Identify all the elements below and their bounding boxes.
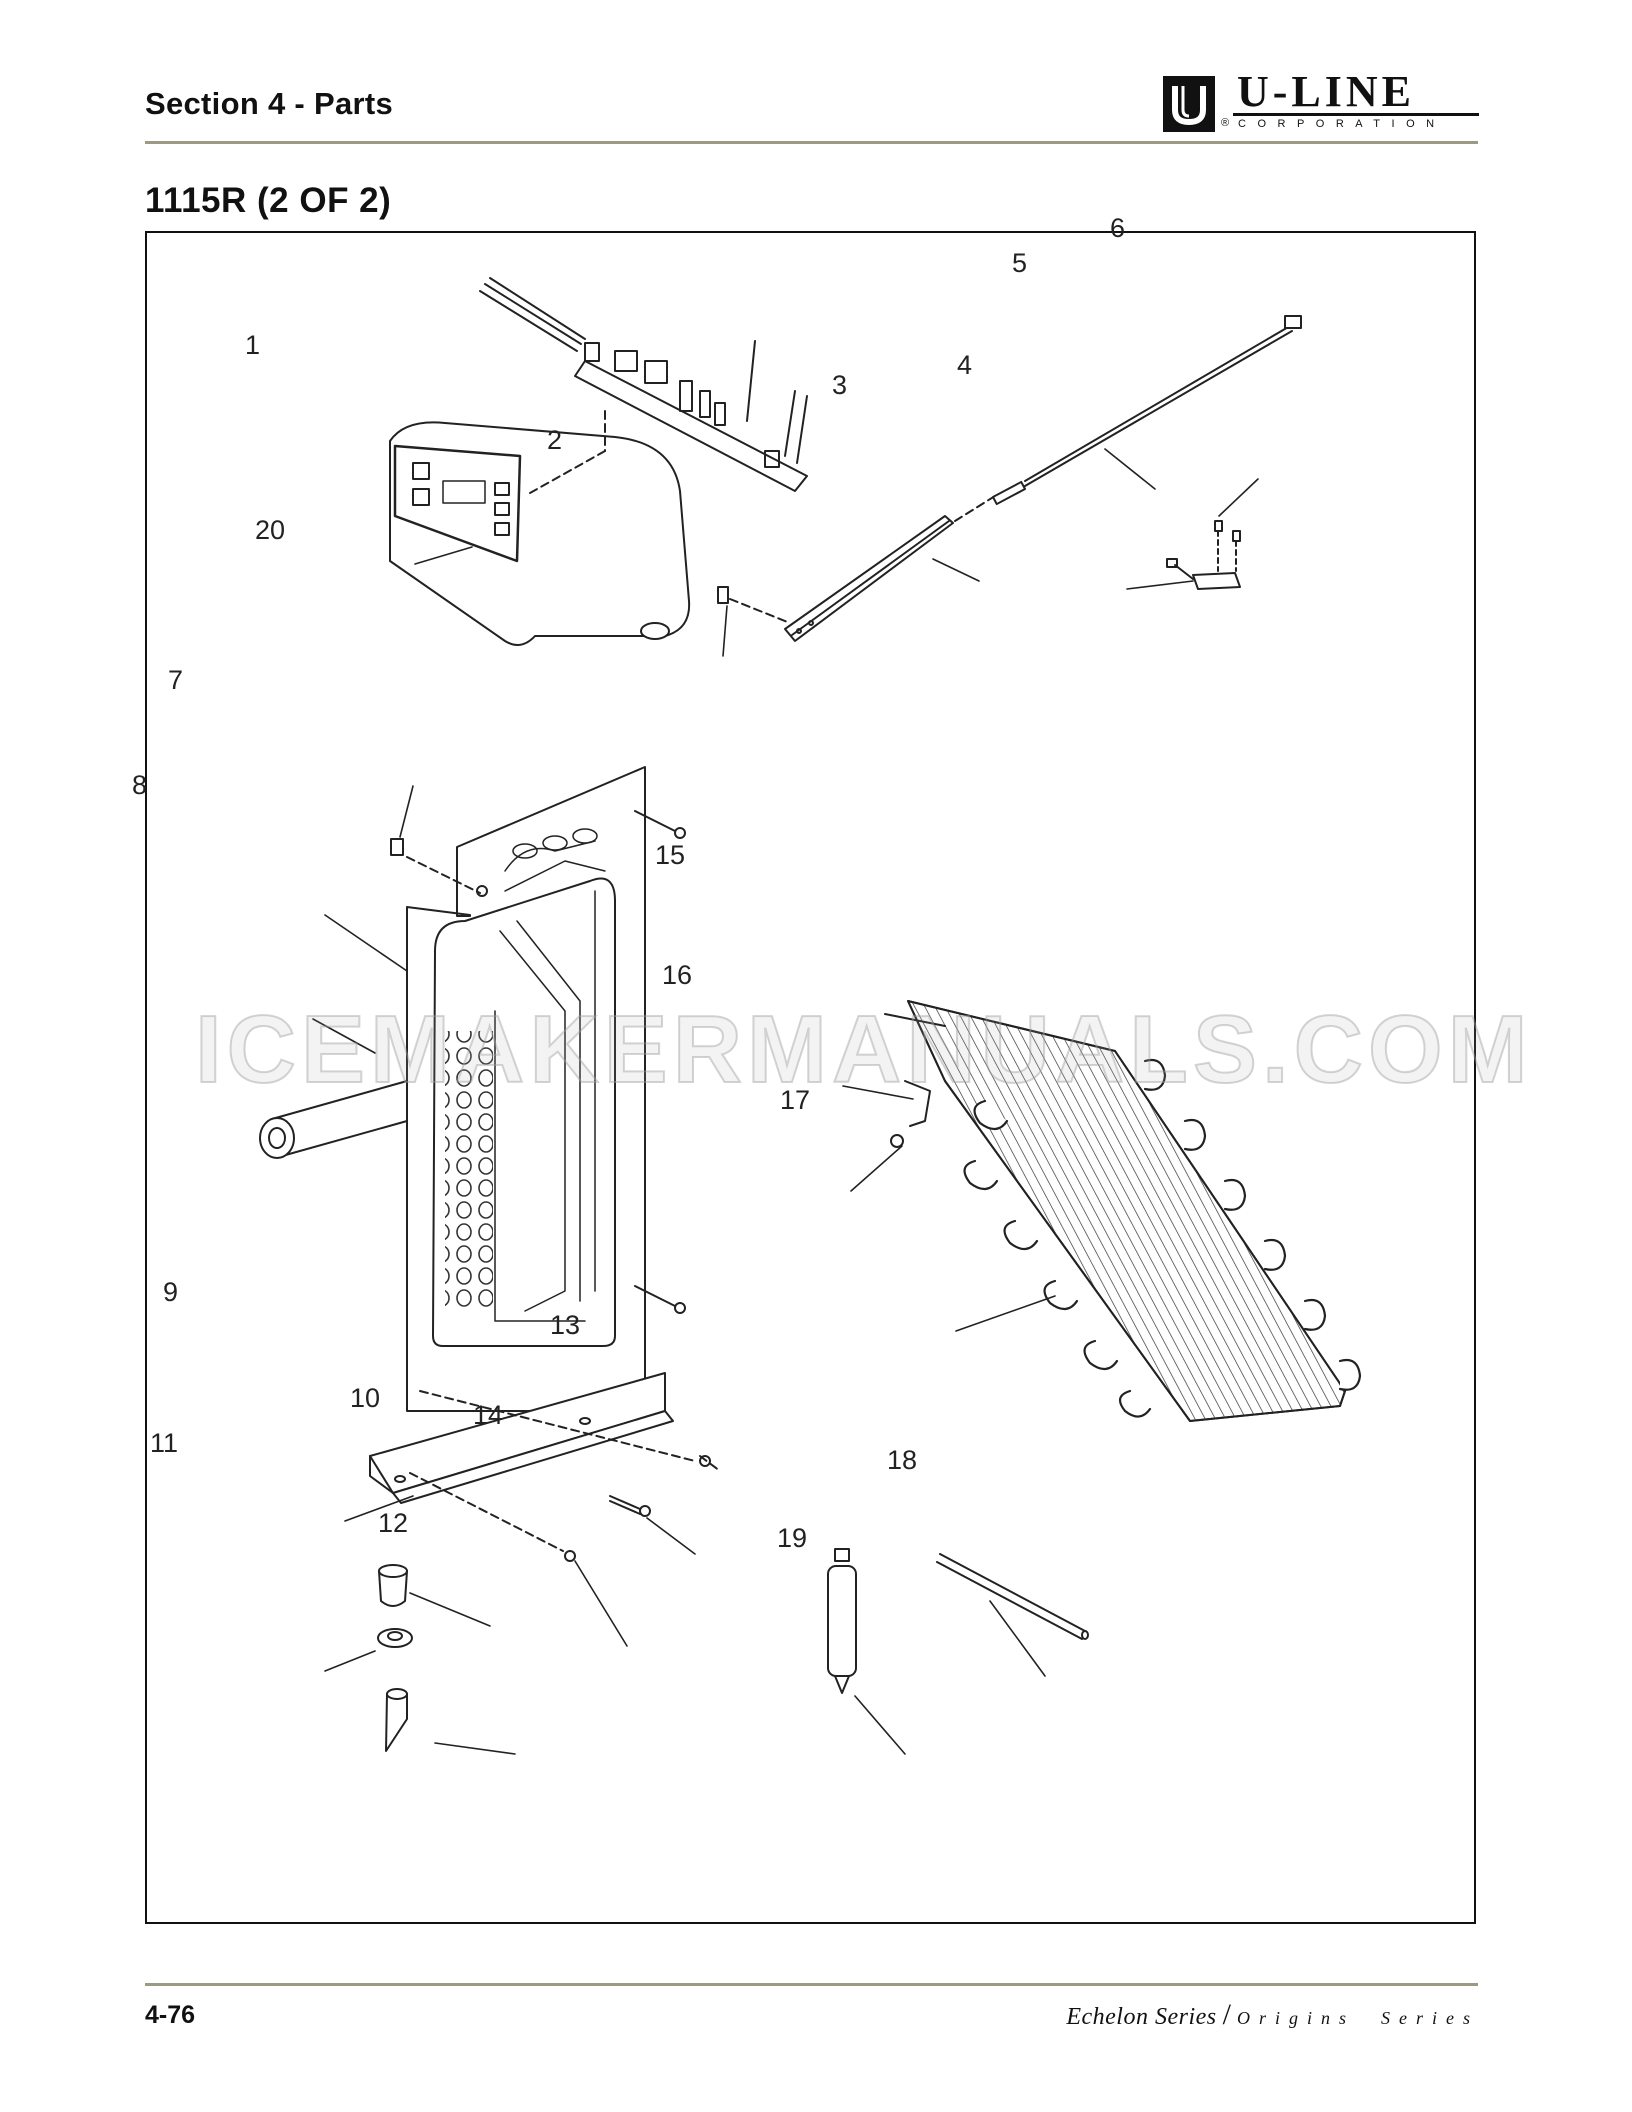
callout-6: 6 <box>1110 213 1126 243</box>
sensor-wire <box>991 315 1302 506</box>
sensor-bracket <box>784 515 954 642</box>
leader-lines <box>312 448 1259 1755</box>
drain-tube <box>259 1080 408 1159</box>
switch-bracket <box>1166 558 1241 590</box>
plate-screws <box>634 810 686 1314</box>
callout-18: 18 <box>887 1445 918 1475</box>
callout-4: 4 <box>957 350 973 380</box>
callout-9: 9 <box>163 1277 179 1307</box>
condenser-clamp <box>904 1080 931 1127</box>
callout-19: 19 <box>777 1523 808 1553</box>
footer-series-separator: / <box>1222 1998 1231 2031</box>
footer-series-series: Series <box>1381 2008 1479 2028</box>
drain-tube-lower <box>385 1688 408 1752</box>
plate-spacer <box>390 838 404 856</box>
callout-7: 7 <box>168 665 184 695</box>
callout-20: 20 <box>255 515 286 545</box>
footer-series-echelon: Echelon Series <box>1066 2004 1217 2030</box>
logo-corporation: CORPORATION <box>1238 118 1446 130</box>
evaporator-plate <box>406 766 646 1412</box>
filter-drier <box>827 1548 857 1694</box>
callout-16: 16 <box>662 960 693 990</box>
footer-series-origins: Origins <box>1236 2008 1355 2028</box>
control-housing <box>389 421 691 646</box>
page-title: 1115R (2 OF 2) <box>145 181 392 220</box>
callout-1: 1 <box>245 330 261 360</box>
logo-name: U-LINE <box>1237 67 1416 116</box>
callout-8: 8 <box>132 770 148 800</box>
exploded-parts-diagram <box>259 277 1362 1755</box>
u-line-logo: U-LINE ® CORPORATION <box>1163 67 1479 132</box>
logo-registered-mark: ® <box>1221 117 1230 129</box>
trough-nut <box>564 1550 576 1562</box>
callout-2: 2 <box>547 425 563 455</box>
callout-17: 17 <box>780 1085 811 1115</box>
footer-series: Echelon Series/Origins Series <box>1000 1998 1479 2032</box>
condenser-screw <box>890 1134 904 1148</box>
condenser-coil <box>884 1000 1362 1422</box>
drain-trough <box>369 1372 674 1504</box>
u-line-logo-mark <box>1163 76 1215 132</box>
footer-rule <box>145 1983 1478 1986</box>
sensor-pin <box>717 586 729 604</box>
page-number: 4-76 <box>145 2001 196 2029</box>
header-rule <box>145 141 1478 144</box>
watermark: ICEMAKERMANUALS.COM <box>194 995 1533 1104</box>
callout-11: 11 <box>150 1428 179 1458</box>
callout-12: 12 <box>378 1508 409 1538</box>
logo-rule <box>1233 113 1479 116</box>
callout-15: 15 <box>655 840 686 870</box>
capillary-tube <box>936 1553 1089 1640</box>
trough-screw <box>609 1495 651 1517</box>
callout-13: 13 <box>550 1310 581 1340</box>
diagram-frame <box>145 231 1476 1924</box>
callout-14: 14 <box>473 1400 504 1430</box>
drain-washer <box>377 1628 413 1648</box>
callout-10: 10 <box>350 1383 381 1413</box>
drain-fitting <box>378 1564 408 1607</box>
callout-3: 3 <box>832 370 848 400</box>
control-board <box>479 277 808 492</box>
section-heading: Section 4 - Parts <box>145 86 394 121</box>
callout-5: 5 <box>1012 248 1028 278</box>
